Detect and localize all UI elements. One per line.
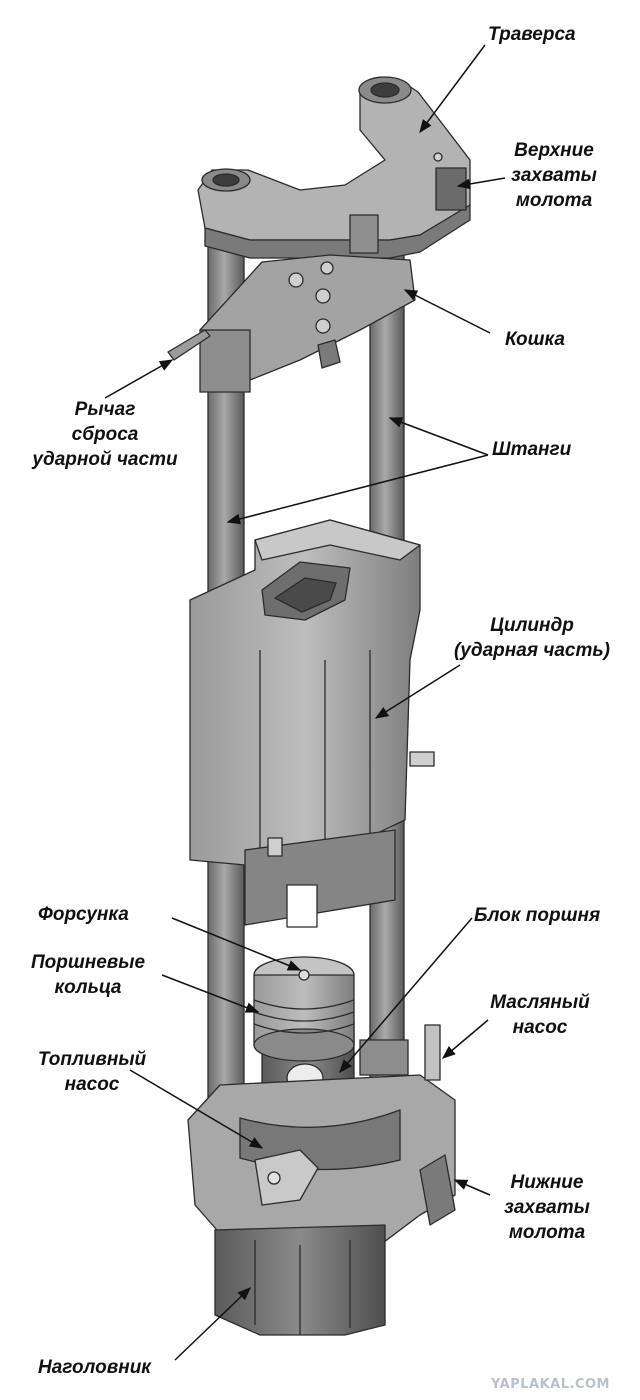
traverse [197,76,471,259]
leader-cylinder [374,664,461,719]
reset-lever [167,329,211,361]
leader-lower-grips [453,1179,491,1196]
label-reset-lever-line1: Рычаг [74,399,136,420]
label-reset-lever-line2: сброса [71,424,139,445]
leader-oil-pump [441,1019,489,1059]
watermark: YAPLAKAL.COM [491,1377,610,1392]
label-lower-grips-line2: захваты [504,1197,590,1218]
cylinder [189,519,435,928]
label-cat: Кошка [505,329,565,350]
label-upper-grips-line2: захваты [511,165,597,186]
label-rods: Штанги [492,439,572,460]
leader-fuel-pump [129,1069,264,1149]
label-lower-grips: Нижние захваты молота [492,1170,602,1245]
label-cylinder: Цилиндр (ударная часть) [432,613,632,663]
leader-rods-2 [226,454,489,525]
label-piston-rings: Поршневые кольца [18,950,158,1000]
label-reset-lever-line3: ударной части [32,449,178,470]
label-piston-rings-line2: кольца [54,977,122,998]
leader-piston-block [339,917,473,1074]
label-piston-rings-line1: Поршневые [30,952,146,973]
label-reset-lever: Рычаг сброса ударной части [5,397,205,472]
label-oil-pump-line2: насос [512,1017,568,1038]
label-lower-grips-line3: молота [508,1222,586,1243]
leader-reset-lever [104,359,174,399]
machine [167,76,471,1336]
label-cylinder-line1: Цилиндр [490,615,574,636]
leader-piston-rings [161,974,260,1013]
leader-upper-grips [456,177,506,190]
label-traverse: Траверса [488,24,576,45]
label-injector: Форсунка [38,904,129,925]
leader-anvil [174,1287,251,1361]
leader-traverse [419,44,486,134]
cat-carriage [199,254,416,393]
label-upper-grips-line3: молота [515,190,593,211]
label-oil-pump-line1: Масляный [490,992,590,1013]
label-upper-grips: Верхние захваты молота [504,138,604,213]
label-fuel-pump-line2: насос [64,1074,120,1095]
leader-rods-1 [388,417,489,456]
label-lower-grips-line1: Нижние [510,1172,584,1193]
base [187,1024,456,1336]
label-upper-grips-line1: Верхние [514,140,594,161]
label-fuel-pump-line1: Топливный [37,1049,147,1070]
leader-cat [403,289,491,334]
label-oil-pump: Масляный насос [480,990,600,1040]
label-cylinder-line2: (ударная часть) [453,640,611,661]
label-anvil: Наголовник [38,1357,151,1378]
label-fuel-pump: Топливный насос [22,1047,162,1097]
leader-injector [171,917,302,971]
label-piston-block: Блок поршня [474,905,601,926]
leader-lines [104,44,506,1361]
